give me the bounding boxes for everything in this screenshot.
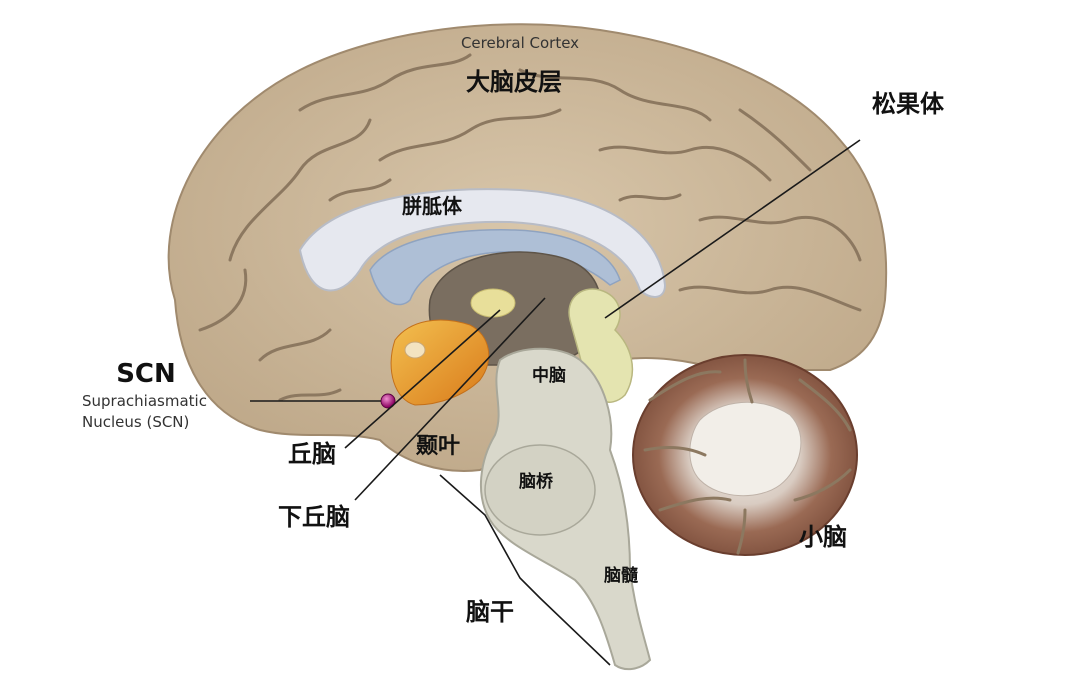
cerebellum-label: 小脑 bbox=[799, 523, 847, 551]
pineal-leader-line bbox=[604, 139, 861, 319]
pineal-gland-label: 松果体 bbox=[872, 90, 945, 118]
cerebellum-group bbox=[632, 354, 858, 556]
corpus-callosum-shape bbox=[298, 188, 667, 298]
ventricle-shape bbox=[369, 229, 621, 306]
thalamus-label: 丘脑 bbox=[288, 440, 336, 468]
hypothalamus-label: 下丘脑 bbox=[278, 503, 350, 531]
scn-full-line2-label: Nucleus (SCN) bbox=[82, 413, 189, 431]
scn-abbr-label: SCN bbox=[116, 359, 176, 389]
brainstem-bracket bbox=[439, 474, 611, 666]
pons-shape bbox=[484, 444, 596, 536]
thalamus-leader-line bbox=[344, 309, 501, 449]
pons-label: 脑桥 bbox=[519, 471, 554, 492]
scn-full-line1-label: Suprachiasmatic bbox=[82, 392, 207, 410]
cerebral-cortex-cn-label: 大脑皮层 bbox=[466, 68, 562, 96]
cerebral-cortex-en-label: Cerebral Cortex bbox=[461, 34, 579, 52]
midbrain-label: 中脑 bbox=[532, 365, 566, 386]
temporal-lobe-label: 颞叶 bbox=[415, 434, 460, 459]
brainstem-label: 脑干 bbox=[465, 598, 514, 626]
medulla-label: 脑髓 bbox=[604, 565, 639, 586]
cortex-gyri bbox=[198, 53, 862, 402]
mammillary-body-shape bbox=[404, 341, 426, 359]
thalamic-nucleus-shape bbox=[470, 288, 516, 318]
corpus-callosum-label: 胼胝体 bbox=[402, 194, 463, 218]
hypothalamus-leader-line bbox=[354, 297, 546, 501]
